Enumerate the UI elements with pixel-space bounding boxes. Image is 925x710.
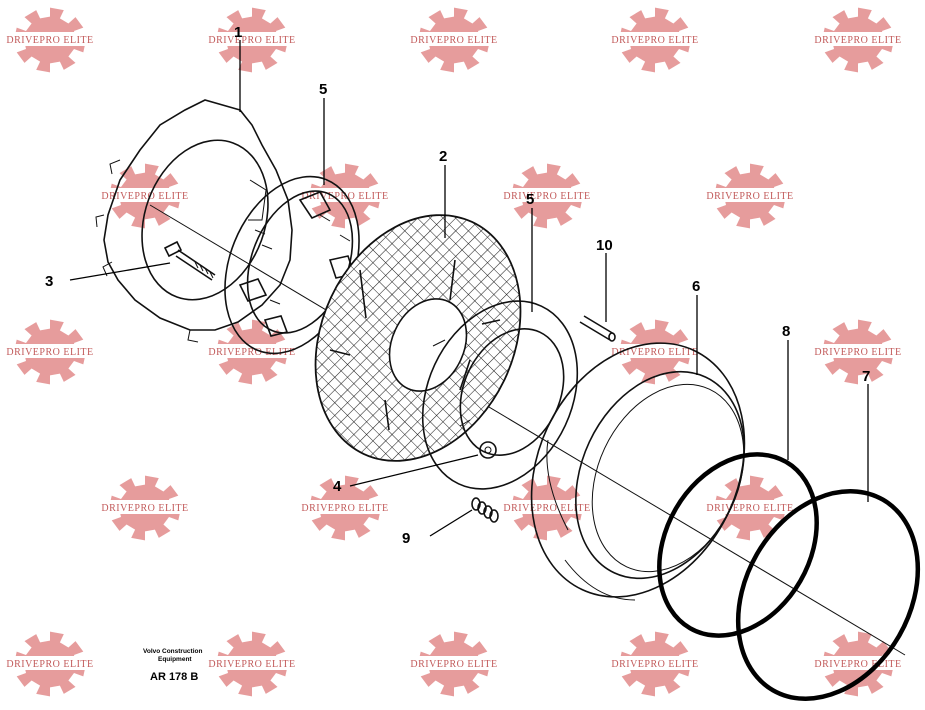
watermark-band [810, 32, 906, 46]
watermark-band [499, 500, 595, 514]
watermark-text: DRIVEPRO ELITE [503, 503, 590, 514]
watermark-tile: DRIVEPRO ELITE [204, 319, 300, 385]
watermark-tile: DRIVEPRO ELITE [607, 631, 703, 697]
watermark-text: DRIVEPRO ELITE [706, 191, 793, 202]
callout-5b: 5 [526, 191, 534, 208]
watermark-text: DRIVEPRO ELITE [208, 347, 295, 358]
watermark-text: DRIVEPRO ELITE [814, 659, 901, 670]
part-10-pin [579, 315, 616, 342]
part-6-housing [530, 342, 746, 601]
watermark-text: DRIVEPRO ELITE [814, 347, 901, 358]
callout-9: 9 [402, 530, 410, 547]
leader-4 [349, 454, 479, 487]
watermark-tile: DRIVEPRO ELITE [702, 163, 798, 229]
watermark-text: DRIVEPRO ELITE [706, 503, 793, 514]
watermark-text: DRIVEPRO ELITE [814, 35, 901, 46]
watermark-text: DRIVEPRO ELITE [611, 659, 698, 670]
watermark-tile: DRIVEPRO ELITE [499, 163, 595, 229]
callout-7: 7 [862, 368, 870, 385]
part-9-spring [471, 497, 499, 523]
watermark-band [2, 656, 98, 670]
watermark-text: DRIVEPRO ELITE [503, 191, 590, 202]
callout-5a: 5 [319, 81, 327, 98]
center-axis-line [149, 204, 906, 656]
watermark-band [406, 656, 502, 670]
part-1-pressure-plate [95, 99, 293, 343]
watermark-tile: DRIVEPRO ELITE [297, 475, 393, 541]
watermark-band [204, 32, 300, 46]
watermark-band [297, 500, 393, 514]
callout-8: 8 [782, 323, 790, 340]
watermark-text: DRIVEPRO ELITE [6, 35, 93, 46]
callout-4: 4 [333, 478, 342, 495]
watermark-band [702, 500, 798, 514]
leader-3 [69, 262, 171, 281]
watermark-text: DRIVEPRO ELITE [301, 191, 388, 202]
watermark-band [97, 188, 193, 202]
watermark-band [702, 188, 798, 202]
watermark-text: DRIVEPRO ELITE [410, 659, 497, 670]
part-7-seal-ring [735, 489, 921, 701]
watermark-tile: DRIVEPRO ELITE [97, 475, 193, 541]
watermark-text: DRIVEPRO ELITE [410, 35, 497, 46]
brand-line-1: Volvo Construction [143, 648, 202, 655]
part-3-bolt [163, 240, 216, 281]
leader-9 [429, 509, 473, 537]
watermark-band [406, 32, 502, 46]
watermark-tile: DRIVEPRO ELITE [810, 319, 906, 385]
watermark-text: DRIVEPRO ELITE [611, 347, 698, 358]
watermark-text: DRIVEPRO ELITE [611, 35, 698, 46]
watermark-band [97, 500, 193, 514]
brand-line-2: Equipment [158, 656, 192, 663]
watermark-tile: DRIVEPRO ELITE [2, 319, 98, 385]
watermark-band [204, 344, 300, 358]
watermark-text: DRIVEPRO ELITE [6, 347, 93, 358]
part-2-friction-disc [314, 214, 522, 462]
drawing-code: AR 178 B [150, 671, 198, 683]
watermark-tile: DRIVEPRO ELITE [607, 7, 703, 73]
part-4-nut [479, 441, 497, 459]
callout-labels: 1 2 3 4 5 5 6 7 8 9 10 [45, 24, 870, 547]
callout-6: 6 [692, 278, 700, 295]
watermark-text: DRIVEPRO ELITE [6, 659, 93, 670]
watermark-tile: DRIVEPRO ELITE [810, 7, 906, 73]
footer-brand: Volvo Construction Equipment AR 178 B [143, 648, 202, 683]
watermark-text: DRIVEPRO ELITE [101, 503, 188, 514]
callout-2: 2 [439, 148, 447, 165]
leader-lines [69, 40, 869, 537]
watermark-text: DRIVEPRO ELITE [208, 35, 295, 46]
watermark-band [499, 188, 595, 202]
watermark-text: DRIVEPRO ELITE [101, 191, 188, 202]
watermark-tile: DRIVEPRO ELITE [406, 7, 502, 73]
watermark-band [204, 656, 300, 670]
watermark-band [607, 656, 703, 670]
watermark-band [607, 32, 703, 46]
watermark-tile: DRIVEPRO ELITE [2, 7, 98, 73]
callout-10: 10 [596, 237, 613, 254]
watermark-tile: DRIVEPRO ELITE [702, 475, 798, 541]
watermark-tile: DRIVEPRO ELITE [204, 7, 300, 73]
watermark-tile: DRIVEPRO ELITE [810, 631, 906, 697]
watermark-text: DRIVEPRO ELITE [301, 503, 388, 514]
watermark-tile: DRIVEPRO ELITE [406, 631, 502, 697]
watermark-band [2, 344, 98, 358]
watermark-tile: DRIVEPRO ELITE [2, 631, 98, 697]
watermark-tile: DRIVEPRO ELITE [204, 631, 300, 697]
part-8-o-ring [657, 452, 819, 638]
callout-3: 3 [45, 273, 53, 290]
watermark-band [2, 32, 98, 46]
callout-1: 1 [234, 24, 242, 41]
watermark-text: DRIVEPRO ELITE [208, 659, 295, 670]
watermark-band [810, 344, 906, 358]
